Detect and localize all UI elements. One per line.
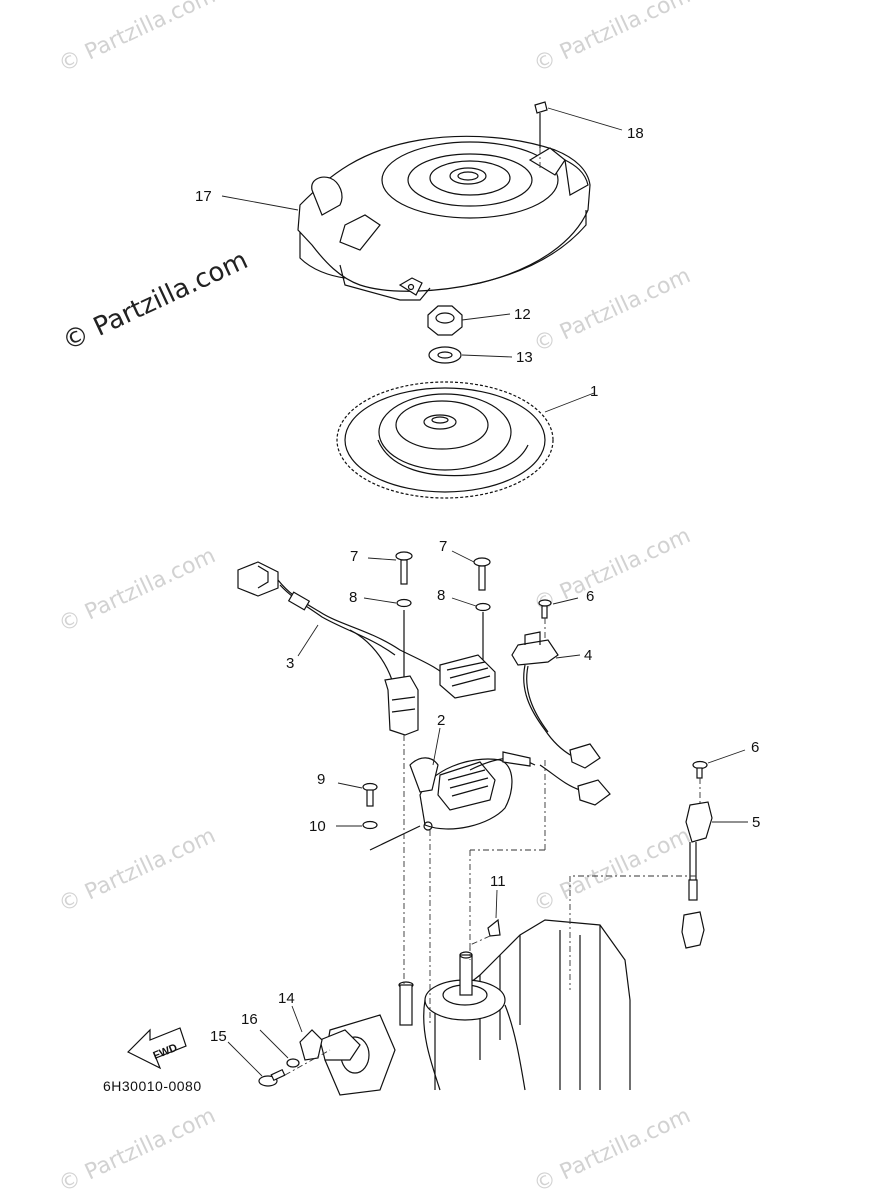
washer-13[interactable] [428, 346, 462, 364]
bolt-6-right[interactable] [692, 760, 708, 779]
callout-8-left: 8 [349, 589, 358, 606]
callout-6-right: 6 [751, 739, 760, 756]
nut-12[interactable] [427, 305, 463, 336]
callout-11: 11 [490, 873, 506, 890]
callout-13: 13 [516, 349, 533, 366]
callout-6-top: 6 [586, 588, 595, 605]
diagram-code: 6H30010-0080 [103, 1078, 202, 1094]
callout-10: 10 [309, 818, 326, 835]
callout-15: 15 [210, 1028, 227, 1045]
washer-16[interactable] [286, 1058, 300, 1068]
bolt-18[interactable] [534, 101, 548, 170]
callout-18: 18 [627, 125, 644, 142]
callout-5: 5 [752, 814, 761, 831]
flywheel-cover[interactable] [297, 135, 591, 301]
callout-3: 3 [286, 655, 295, 672]
callout-4: 4 [584, 647, 593, 664]
callout-16: 16 [241, 1011, 258, 1028]
screw-15[interactable] [258, 1068, 286, 1087]
callout-17: 17 [195, 188, 212, 205]
lighting-coil[interactable] [681, 801, 713, 949]
callout-7-left: 7 [350, 548, 359, 565]
washer-10[interactable] [362, 820, 378, 830]
callout-7-right: 7 [439, 538, 448, 555]
bolt-7-right[interactable] [473, 557, 491, 591]
crankcase [319, 919, 631, 1096]
bolt-9[interactable] [362, 782, 378, 807]
callout-12: 12 [514, 306, 531, 323]
bracket-14[interactable] [299, 1029, 323, 1061]
bolt-7-left[interactable] [395, 551, 413, 585]
rectifier-regulator-harness[interactable] [237, 561, 496, 736]
pulser-coil[interactable] [511, 599, 601, 769]
callout-1: 1 [590, 383, 599, 400]
flywheel[interactable] [336, 381, 554, 499]
callout-9: 9 [317, 771, 326, 788]
fwd-direction-arrow [126, 1027, 187, 1070]
washer-8-left[interactable] [396, 598, 412, 608]
callout-8-right: 8 [437, 587, 446, 604]
washer-8-right[interactable] [475, 602, 491, 612]
callout-14: 14 [278, 990, 295, 1007]
callout-2: 2 [437, 712, 446, 729]
charge-coil[interactable] [409, 751, 611, 831]
woodruff-key[interactable] [487, 918, 501, 937]
